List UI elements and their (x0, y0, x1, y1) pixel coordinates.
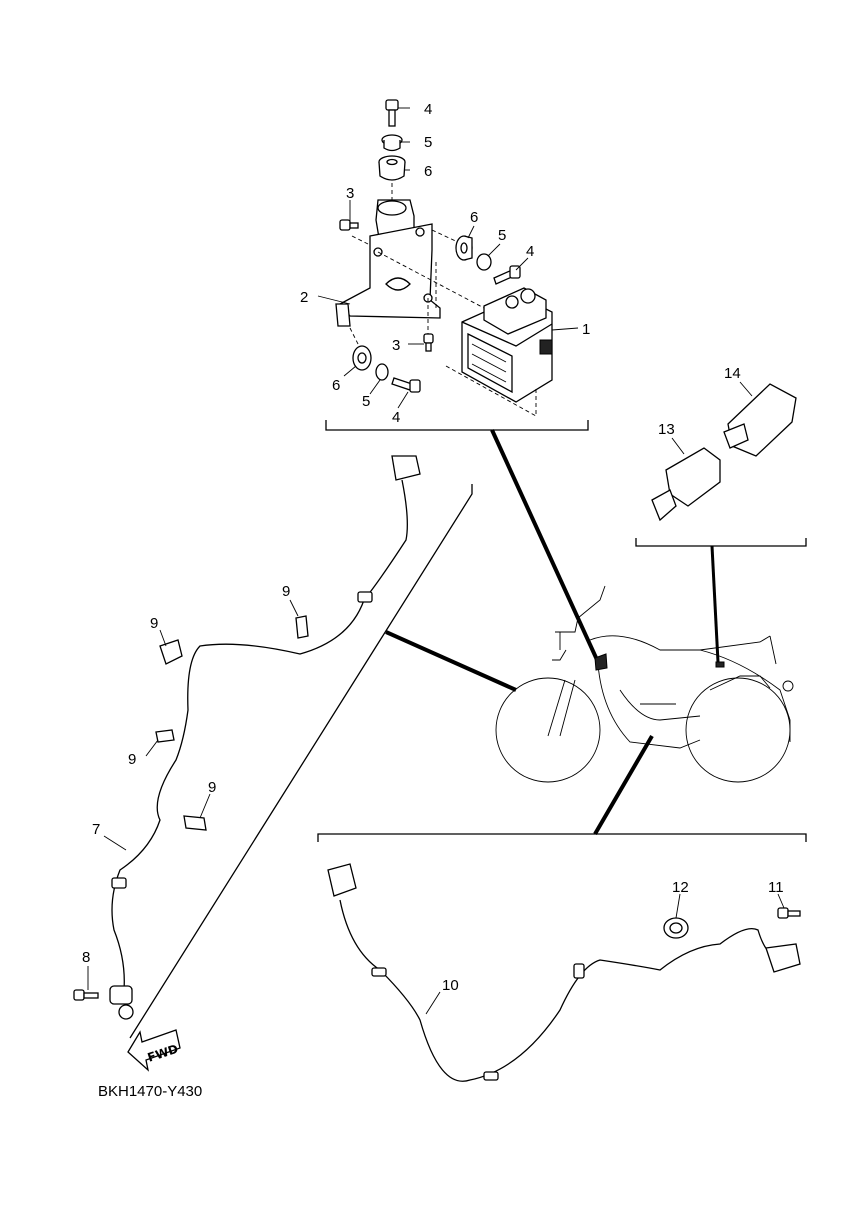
callout-6-right: 6 (470, 209, 478, 226)
rear-sensor-leader-line (593, 734, 654, 836)
callout-6-bottom: 6 (332, 377, 340, 394)
callout-12: 12 (672, 879, 689, 896)
callout-leaders (87, 107, 785, 1015)
callout-4-right: 4 (526, 243, 534, 260)
bolt-3-lower (423, 333, 434, 352)
front-sensor-group-bracket (129, 484, 473, 1039)
connector-group-bracket (635, 538, 807, 547)
callout-labels: 4 5 6 3 6 5 4 2 1 3 6 5 4 14 13 9 9 9 9 … (82, 101, 784, 994)
callout-5-right: 5 (498, 227, 506, 244)
clamp-9-b (295, 615, 309, 639)
callout-1: 1 (582, 321, 590, 338)
collar-5-top (381, 134, 403, 152)
bolt-8 (73, 989, 99, 1001)
clamp-12 (663, 917, 689, 939)
clamp-9-c (155, 729, 175, 743)
front-wheel-sensor (109, 455, 421, 1020)
abs-bracket (335, 199, 441, 327)
diagram-code: BKH1470-Y430 (98, 1083, 202, 1100)
callout-9-d: 9 (208, 779, 216, 796)
grommet-6-top (378, 155, 406, 181)
connector-13 (651, 447, 721, 522)
callout-13: 13 (658, 421, 675, 438)
front-sensor-leader-line (385, 630, 517, 692)
callout-3-upper: 3 (346, 185, 354, 202)
bolt-11 (777, 907, 801, 919)
motorcycle-outline (495, 585, 794, 783)
bolt-4-top (385, 99, 399, 127)
callout-5-top: 5 (424, 134, 432, 151)
bolt-4-right (493, 265, 521, 285)
grommet-6-bottom (352, 345, 372, 371)
callout-6-top: 6 (424, 163, 432, 180)
callout-14: 14 (724, 365, 741, 382)
collar-5-bottom (375, 363, 389, 381)
callout-9-b: 9 (282, 583, 290, 600)
callout-4-top: 4 (424, 101, 432, 118)
abs-hydraulic-unit (461, 287, 553, 403)
callout-3-lower: 3 (392, 337, 400, 354)
callout-8: 8 (82, 949, 90, 966)
abs-leader-line (490, 429, 600, 663)
rear-wheel-sensor (327, 863, 801, 1082)
grommet-6-right (455, 235, 473, 261)
collar-5-right (476, 253, 492, 271)
callout-9-c: 9 (128, 751, 136, 768)
callout-5-bottom: 5 (362, 393, 370, 410)
clamp-9-d (183, 815, 207, 831)
bolt-3-upper (339, 219, 359, 231)
abs-unit-group-bracket (325, 420, 589, 431)
connector-leader-line (710, 545, 720, 663)
rear-sensor-group-bracket (317, 833, 807, 842)
forward-arrow: FWD (127, 1029, 181, 1072)
callout-9-a: 9 (150, 615, 158, 632)
callout-2: 2 (300, 289, 308, 306)
connector-14 (723, 383, 797, 457)
callout-7: 7 (92, 821, 100, 838)
callout-10: 10 (442, 977, 459, 994)
callout-11: 11 (768, 879, 784, 896)
clamp-9-a (159, 639, 183, 665)
callout-4-bottom: 4 (392, 409, 400, 426)
bolt-4-bottom (391, 377, 421, 393)
